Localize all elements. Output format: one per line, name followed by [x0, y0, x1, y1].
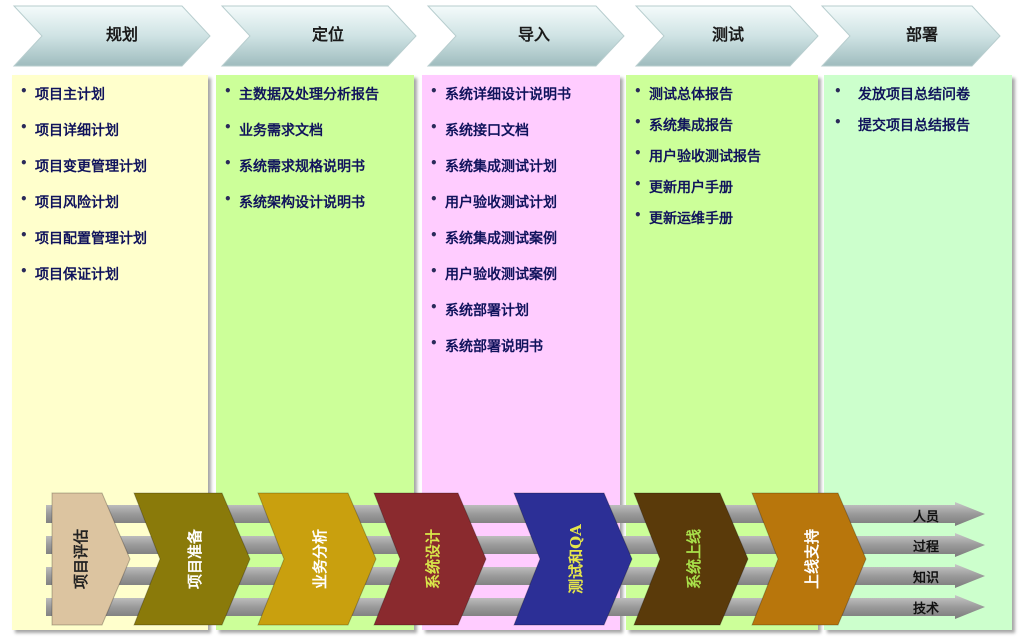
- deliverable-item: 项目风险计划: [20, 192, 147, 212]
- phase-title-3: 导入: [517, 25, 550, 44]
- process-step-label-7: 上线支持: [803, 529, 821, 590]
- deliverable-item: 测试总体报告: [634, 84, 761, 104]
- deliverable-item: 用户验收测试案例: [430, 264, 571, 284]
- phase-column-1: 项目主计划 项目详细计划 项目变更管理计划 项目风险计划 项目配置管理计划 项目…: [12, 75, 208, 630]
- deliverable-item: 项目变更管理计划: [20, 156, 147, 176]
- chevron-phase-4: [634, 5, 819, 67]
- deliverable-item: 系统集成报告: [634, 115, 761, 135]
- deliverable-list-2: 主数据及处理分析报告 业务需求文档 系统需求规格说明书 系统架构设计说明书: [224, 84, 379, 228]
- phase-column-3: 系统详细设计说明书 系统接口文档 系统集成测试计划 用户验收测试计划 系统集成测…: [422, 75, 620, 630]
- process-step-label-1: 项目评估: [72, 529, 90, 590]
- deliverable-list-1: 项目主计划 项目详细计划 项目变更管理计划 项目风险计划 项目配置管理计划 项目…: [20, 84, 147, 300]
- chevron-phase-1: [12, 5, 211, 67]
- deliverable-item: 项目配置管理计划: [20, 228, 147, 248]
- chevron-phase-2: [220, 5, 417, 67]
- deliverable-item: 项目保证计划: [20, 264, 147, 284]
- phase-header: 规划 定位 导入 测试 部署: [0, 0, 1019, 72]
- deliverable-item: 更新用户手册: [634, 177, 761, 197]
- phase-chevrons: [12, 5, 1001, 67]
- phase-title-4: 测试: [711, 25, 744, 44]
- deliverable-item: 更新运维手册: [634, 208, 761, 228]
- phase-title-5: 部署: [905, 25, 938, 44]
- deliverable-item: 系统接口文档: [430, 120, 571, 140]
- deliverable-item: 系统需求规格说明书: [224, 156, 379, 176]
- deliverable-list-4: 测试总体报告 系统集成报告 用户验收测试报告 更新用户手册 更新运维手册: [634, 84, 761, 239]
- lane-label-3: 知识: [912, 571, 939, 586]
- phase-title-1: 规划: [105, 25, 138, 44]
- chevron-phase-5: [820, 5, 1001, 67]
- deliverable-item: 用户验收测试计划: [430, 192, 571, 212]
- deliverable-item: 用户验收测试报告: [634, 146, 761, 166]
- deliverable-item: 主数据及处理分析报告: [224, 84, 379, 104]
- process-step-label-2: 项目准备: [186, 529, 204, 590]
- deliverable-list-3: 系统详细设计说明书 系统接口文档 系统集成测试计划 用户验收测试计划 系统集成测…: [430, 84, 571, 372]
- deliverable-item: 提交项目总结报告: [834, 115, 970, 135]
- lane-label-4: 技术: [912, 602, 939, 617]
- deliverable-item: 系统集成测试计划: [430, 156, 571, 176]
- process-step-label-6: 系统上线: [685, 529, 703, 590]
- deliverable-item: 系统架构设计说明书: [224, 192, 379, 212]
- deliverable-item: 项目详细计划: [20, 120, 147, 140]
- lane-label-1: 人员: [912, 510, 939, 525]
- process-step-label-4: 系统设计: [424, 529, 442, 590]
- process-step-label-5: 测试和QA: [567, 524, 585, 594]
- deliverable-item: 系统详细设计说明书: [430, 84, 571, 104]
- deliverable-item: 发放项目总结问卷: [834, 84, 970, 104]
- process-step-label-3: 业务分析: [311, 529, 329, 590]
- phase-column-4: 测试总体报告 系统集成报告 用户验收测试报告 更新用户手册 更新运维手册: [626, 75, 818, 630]
- phase-title-2: 定位: [311, 25, 344, 44]
- chevron-phase-3: [426, 5, 625, 67]
- deliverable-item: 业务需求文档: [224, 120, 379, 140]
- lane-label-2: 过程: [912, 540, 939, 555]
- deliverable-item: 项目主计划: [20, 84, 147, 104]
- deliverable-item: 系统集成测试案例: [430, 228, 571, 248]
- deliverable-list-5: 发放项目总结问卷 提交项目总结报告: [834, 84, 970, 146]
- deliverable-item: 系统部署说明书: [430, 336, 571, 356]
- deliverable-item: 系统部署计划: [430, 300, 571, 320]
